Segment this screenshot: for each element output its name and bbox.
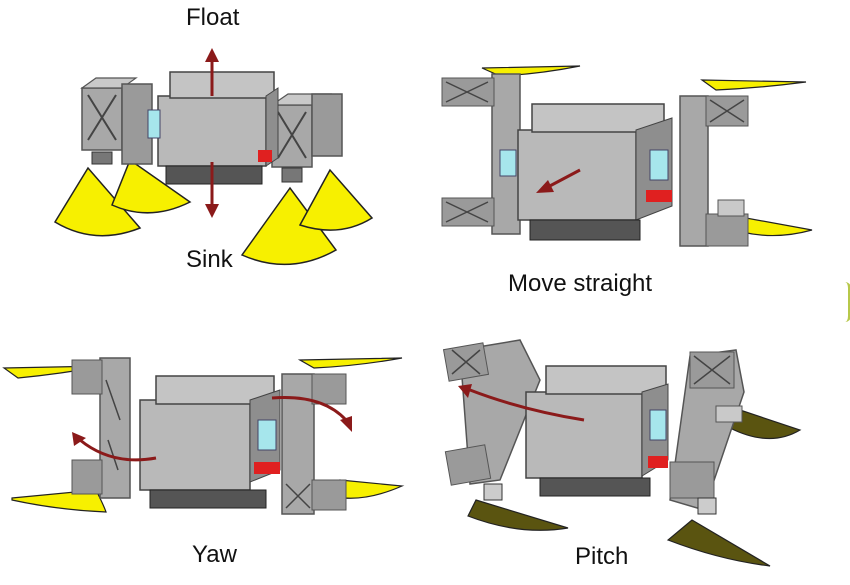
frame-right bbox=[669, 349, 745, 515]
frame-left bbox=[80, 77, 153, 165]
float-label: Float bbox=[186, 4, 240, 31]
fin-top-right bbox=[297, 357, 403, 369]
edge-mark bbox=[838, 282, 850, 322]
fin-back-right bbox=[298, 168, 374, 231]
pitch-label: Pitch bbox=[575, 543, 629, 570]
fin-front-left bbox=[53, 166, 142, 237]
fin-bottom-left bbox=[467, 499, 569, 531]
move-straight-label: Move straight bbox=[508, 270, 653, 297]
fin-front-right bbox=[240, 186, 338, 266]
frame-left bbox=[442, 339, 541, 501]
yaw-label: Yaw bbox=[192, 541, 237, 568]
frame-left bbox=[71, 357, 131, 499]
float-arrow-icon bbox=[205, 48, 219, 96]
frame-right bbox=[270, 93, 343, 183]
robot-body bbox=[147, 71, 279, 185]
forward-arrow-icon bbox=[536, 168, 581, 193]
frame-right bbox=[281, 373, 347, 515]
fin-bottom-right bbox=[666, 519, 771, 567]
robot-body bbox=[525, 365, 669, 497]
fin-back-left bbox=[111, 158, 192, 214]
pitch-arrow-icon bbox=[458, 384, 585, 422]
fin-top-right bbox=[700, 79, 807, 91]
yaw-arrow-left-icon bbox=[72, 432, 157, 462]
yaw-arrow-right-icon bbox=[271, 396, 352, 432]
sink-label: Sink bbox=[186, 246, 233, 273]
frame-right bbox=[679, 95, 749, 247]
robot-body bbox=[139, 375, 281, 509]
robot-body bbox=[499, 103, 673, 241]
sink-arrow-icon bbox=[205, 162, 219, 218]
